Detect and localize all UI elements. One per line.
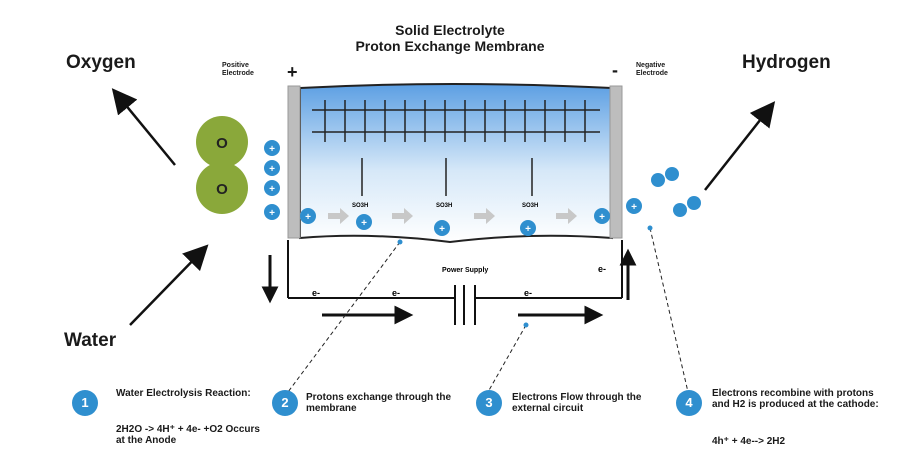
step-2-text: Protons exchange through the membrane	[306, 392, 452, 414]
positive-electrode	[287, 85, 301, 239]
negative-electrode-label: Negative Electrode	[636, 62, 668, 77]
proton	[264, 180, 280, 196]
proton-flow-arrows	[328, 208, 577, 224]
so3h-label: SO3H	[352, 203, 368, 209]
direction-arrows	[111, 88, 776, 326]
power-supply-label: Power Supply	[442, 267, 488, 274]
svg-text:+: +	[269, 184, 275, 195]
positive-electrode-label: Positive Electrode	[222, 62, 254, 77]
proton	[264, 160, 280, 176]
svg-text:+: +	[631, 202, 637, 213]
so3h-label: SO3H	[522, 203, 538, 209]
oxygen-atom-label: O	[216, 135, 228, 152]
diagram-title-line2: Proton Exchange Membrane	[355, 38, 545, 54]
proton	[626, 198, 642, 214]
step-2-badge: 2	[272, 390, 298, 416]
polymer-chain	[312, 100, 600, 196]
step-1-equation: 2H2O -> 4H⁺ + 4e- +O2 Occurs at the Anod…	[116, 424, 260, 446]
proton	[434, 220, 450, 236]
oxygen-molecule	[196, 116, 248, 214]
electron-label: e-	[392, 288, 400, 298]
svg-text:+: +	[269, 164, 275, 175]
hydrogen-molecules	[651, 167, 701, 217]
electron-label: e-	[598, 264, 606, 274]
minus-sign: -	[612, 60, 618, 80]
svg-text:+: +	[439, 224, 445, 235]
leader-dots	[397, 225, 653, 328]
step-3-badge: 3	[476, 390, 502, 416]
proton	[264, 204, 280, 220]
negative-electrode	[609, 85, 623, 239]
proton	[300, 208, 316, 224]
proton	[594, 208, 610, 224]
step-4-text: Electrons recombine with protons and H2 …	[712, 388, 879, 410]
proton-group: + + + + + + + + + +	[264, 140, 642, 236]
step-4-equation: 4h⁺ + 4e--> 2H2	[712, 436, 786, 447]
step-4-badge: 4	[676, 390, 702, 416]
svg-text:+: +	[361, 218, 367, 229]
leader-lines	[287, 227, 689, 393]
plus-sign: +	[287, 62, 298, 82]
circuit-flow-arrows	[261, 248, 637, 325]
hydrogen-label: Hydrogen	[742, 52, 831, 73]
diagram-title-line1: Solid Electrolyte	[395, 22, 505, 38]
electron-label: e-	[312, 288, 320, 298]
svg-text:+: +	[269, 208, 275, 219]
svg-text:+: +	[305, 212, 311, 223]
proton	[356, 214, 372, 230]
step-3-text: Electrons Flow through the external circ…	[512, 392, 642, 414]
water-label: Water	[64, 330, 117, 351]
oxygen-atom-label: O	[216, 181, 228, 198]
so3h-label: SO3H	[436, 203, 452, 209]
membrane-body	[299, 83, 613, 244]
step-1-text: Water Electrolysis Reaction:	[116, 388, 251, 399]
external-circuit	[287, 240, 623, 325]
svg-text:+: +	[525, 224, 531, 235]
oxygen-label: Oxygen	[66, 52, 136, 73]
svg-text:+: +	[269, 144, 275, 155]
svg-text:+: +	[599, 212, 605, 223]
electron-label: e-	[524, 288, 532, 298]
proton	[264, 140, 280, 156]
step-1-badge: 1	[72, 390, 98, 416]
proton	[520, 220, 536, 236]
